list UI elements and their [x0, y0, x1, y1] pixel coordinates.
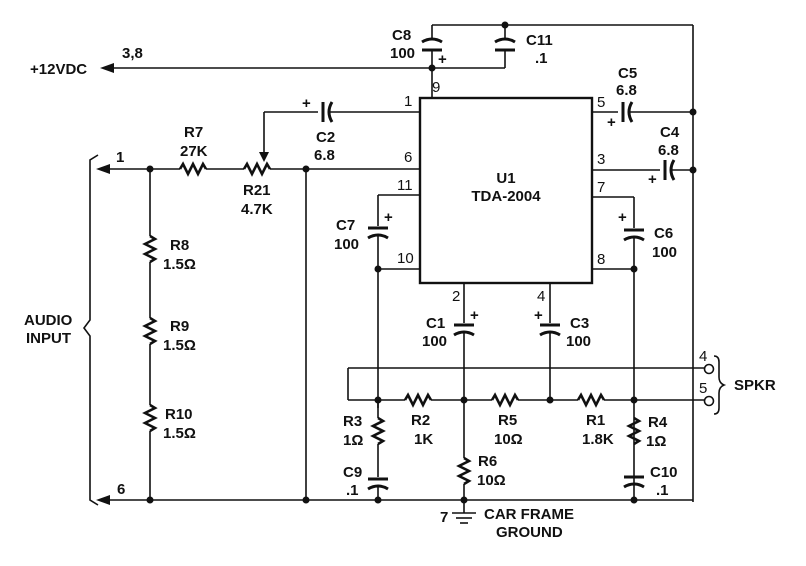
r3-value: 1Ω	[343, 432, 363, 449]
r6-network	[456, 456, 472, 513]
r4-ref: R4	[648, 414, 668, 431]
pin-6: 6	[404, 149, 412, 166]
c7-network	[367, 194, 420, 408]
input-network	[96, 101, 420, 500]
pin-7: 7	[597, 179, 605, 196]
pin-8: 8	[597, 251, 605, 268]
c10-ref: C10	[650, 464, 678, 481]
c3-ref: C3	[570, 315, 589, 332]
c2-value: 6.8	[314, 147, 335, 164]
ic-ref: U1	[496, 170, 515, 187]
r8-value: 1.5Ω	[163, 256, 196, 273]
arrow-icon	[96, 164, 110, 174]
r7-ref: R7	[184, 124, 203, 141]
ground-label-1: CAR FRAME	[484, 506, 574, 523]
output-coupling	[592, 25, 697, 502]
r10-value: 1.5Ω	[163, 425, 196, 442]
ic-u1	[418, 96, 594, 285]
supply-label: +12VDC	[30, 61, 87, 78]
spkr-label: SPKR	[734, 377, 776, 394]
r2-value: 1K	[414, 431, 433, 448]
c6-plus: +	[618, 209, 627, 226]
audio-input-brace	[83, 154, 99, 506]
r1-value: 1.8K	[582, 431, 614, 448]
ic-part: TDA-2004	[471, 188, 541, 205]
spkr-pin-5: 5	[699, 380, 707, 397]
ground-label-2: GROUND	[496, 524, 563, 541]
r3-ref: R3	[343, 413, 362, 430]
audio-input-label-1: AUDIO	[24, 312, 73, 329]
speaker-network	[347, 355, 727, 415]
c8-c11-network	[421, 21, 693, 98]
spkr-brace	[713, 355, 727, 415]
c6-network	[592, 196, 645, 500]
r4-value: 1Ω	[646, 433, 666, 450]
pin-2: 2	[452, 288, 460, 305]
spkr-pin-4: 4	[699, 348, 707, 365]
c6-value: 100	[652, 244, 677, 261]
audio-input-label-2: INPUT	[26, 330, 71, 347]
pin-5: 5	[597, 94, 605, 111]
r7-value: 27K	[180, 143, 208, 160]
c5-value: 6.8	[616, 82, 637, 99]
r21-ref: R21	[243, 182, 271, 199]
c8-plus: +	[438, 51, 447, 68]
r10-ref: R10	[165, 406, 193, 423]
supply-pins-label: 3,8	[122, 45, 143, 62]
c5-plus: +	[607, 114, 616, 131]
c1-plus: +	[470, 307, 479, 324]
input-pin-6: 6	[117, 481, 125, 498]
c1-ref: C1	[426, 315, 445, 332]
r3-c9-snubber	[367, 400, 389, 500]
c9-ref: C9	[343, 464, 362, 481]
spkr-terminal-5	[703, 395, 715, 407]
c2-plus: +	[302, 95, 311, 112]
spkr-terminal-4	[703, 363, 715, 375]
pin-11: 11	[397, 177, 413, 194]
c10-value: .1	[656, 482, 669, 499]
c3-value: 100	[566, 333, 591, 350]
c7-plus: +	[384, 209, 393, 226]
r5-ref: R5	[498, 412, 517, 429]
c8-ref: C8	[392, 27, 411, 44]
c1-c3-network	[453, 283, 561, 458]
pin-1: 1	[404, 93, 412, 110]
c2-ref: C2	[316, 129, 335, 146]
r8-ref: R8	[170, 237, 189, 254]
r9-value: 1.5Ω	[163, 337, 196, 354]
c7-ref: C7	[336, 217, 355, 234]
c9-value: .1	[346, 482, 359, 499]
input-pin-1: 1	[116, 149, 124, 166]
r5-value: 10Ω	[494, 431, 523, 448]
c11-ref: C11	[526, 32, 553, 49]
ground-rail	[96, 495, 693, 505]
c4-plus: +	[648, 171, 657, 188]
ground-pin: 7	[440, 509, 448, 526]
arrow-icon	[96, 495, 110, 505]
c8-curved-plate	[421, 37, 443, 44]
c1-value: 100	[422, 333, 447, 350]
r6-ref: R6	[478, 453, 497, 470]
c4-value: 6.8	[658, 142, 679, 159]
pin-10: 10	[397, 250, 414, 267]
c8-value: 100	[390, 45, 415, 62]
c4-ref: C4	[660, 124, 680, 141]
r9-ref: R9	[170, 318, 189, 335]
r4-c10-snubber	[623, 416, 645, 489]
c5-ref: C5	[618, 65, 637, 82]
arrow-icon	[100, 63, 114, 73]
r6-value: 10Ω	[477, 472, 506, 489]
r21-value: 4.7K	[241, 201, 273, 218]
r1-ref: R1	[586, 412, 605, 429]
pin-3: 3	[597, 151, 605, 168]
c7-value: 100	[334, 236, 359, 253]
pin-4: 4	[537, 288, 545, 305]
ground-icon	[452, 512, 476, 524]
supply-line	[100, 63, 432, 73]
c11-value: .1	[535, 50, 548, 67]
pin-9: 9	[432, 79, 440, 96]
c3-plus: +	[534, 307, 543, 324]
r2-ref: R2	[411, 412, 430, 429]
c6-ref: C6	[654, 225, 673, 242]
